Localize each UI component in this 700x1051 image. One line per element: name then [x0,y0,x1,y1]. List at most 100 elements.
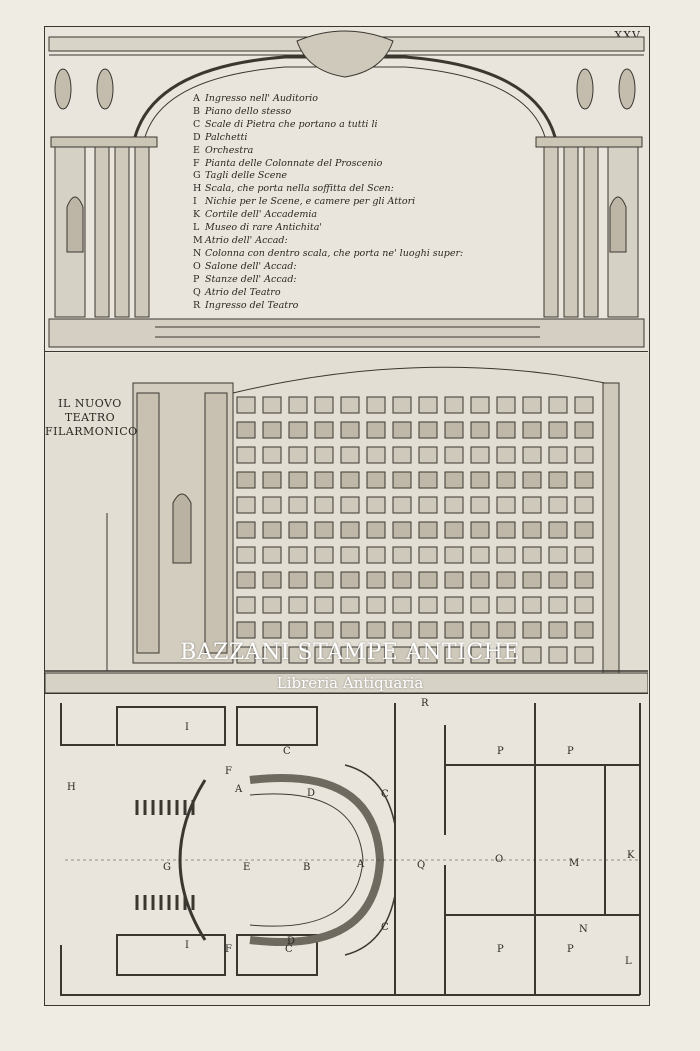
theatre-box [522,596,542,614]
theatre-box [522,396,542,414]
legend-key: B [193,105,200,117]
theatre-box [444,446,464,464]
theatre-box [288,521,308,539]
legend-entry: D Palchetti [193,132,493,145]
plan-label-a: A [357,859,365,870]
theatre-box [314,446,334,464]
plan-label-p: P [567,746,574,757]
legend-text: Atrio del Teatro [205,286,281,298]
theatre-box [444,546,464,564]
theatre-box [496,646,516,664]
theatre-box [444,396,464,414]
theatre-box [548,646,568,664]
legend-key: A [193,93,200,104]
theatre-box [548,496,568,514]
watermark-subtitle: Libreria Antiquaria [276,674,424,692]
plan-label-a: A [235,784,243,795]
legend-text: Nichie per le Scene, e camere per gli At… [205,196,416,208]
legend-text: Atrio dell' Accad: [205,234,288,246]
plan-label-m: M [569,858,580,869]
theatre-box [366,396,386,414]
theatre-box [574,446,594,464]
theatre-box [262,646,282,664]
section-title: IL NUOVO TEATRO FILARMONICO [45,397,138,439]
theatre-box [418,596,438,614]
theatre-box [470,496,490,514]
legend-text: Palchetti [205,131,248,143]
theatre-box [496,571,516,589]
theatre-box [366,521,386,539]
theatre-box [418,396,438,414]
section-title-line: FILARMONICO [45,425,138,438]
legend-text: Pianta delle Colonnate del Proscenio [205,157,383,169]
plan-label-l: L [625,956,632,967]
legend-key: F [193,157,200,169]
theatre-box [262,421,282,439]
legend-key: M [193,234,203,246]
theatre-box [340,596,360,614]
theatre-box [444,646,464,664]
theatre-box [548,521,568,539]
theatre-box [392,396,412,414]
theatre-box [444,521,464,539]
theatre-box [340,446,360,464]
legend-key: H [193,183,202,195]
theatre-box [522,546,542,564]
theatre-box [262,546,282,564]
theatre-box [288,546,308,564]
theatre-box [288,621,308,639]
legend-key: G [193,170,201,182]
theatre-box [314,421,334,439]
theatre-box [470,471,490,489]
theatre-box [574,596,594,614]
legend-text: Museo di rare Antichita' [205,222,323,234]
theatre-box [470,446,490,464]
section-title-line: TEATRO [64,411,116,424]
theatre-box [236,646,256,664]
theatre-box [314,496,334,514]
legend-text: Scala, che porta nella soffitta del Scen… [205,183,394,195]
theatre-box [496,396,516,414]
theatre-box [262,571,282,589]
legend-key: Q [193,286,201,298]
theatre-box [444,471,464,489]
theatre-box [496,521,516,539]
theatre-box [340,471,360,489]
theatre-box [444,571,464,589]
theatre-box [444,596,464,614]
theatre-box [340,496,360,514]
legend-key: O [193,260,201,272]
theatre-box [574,546,594,564]
theatre-box [418,496,438,514]
theatre-box [262,396,282,414]
theatre-box [470,396,490,414]
theatre-box [522,471,542,489]
legend-key: P [193,273,200,285]
theatre-box [288,471,308,489]
theatre-box [236,571,256,589]
plan-label-p: P [497,944,504,955]
theatre-box [418,621,438,639]
plan-label-d: D [287,936,296,947]
legend-text: Salone dell' Accad: [205,260,297,272]
plan-label-f: F [225,766,232,777]
legend-key: D [193,131,201,143]
theatre-box [366,446,386,464]
legend-entry: Q Atrio del Teatro [193,287,493,300]
theatre-box [314,596,334,614]
theatre-box [236,596,256,614]
plan-label-e: E [243,862,251,873]
legend-key: N [193,247,202,259]
theatre-box [470,596,490,614]
theatre-box [496,546,516,564]
legend-key: E [193,144,200,156]
legend-text: Ingresso del Teatro [205,299,299,311]
